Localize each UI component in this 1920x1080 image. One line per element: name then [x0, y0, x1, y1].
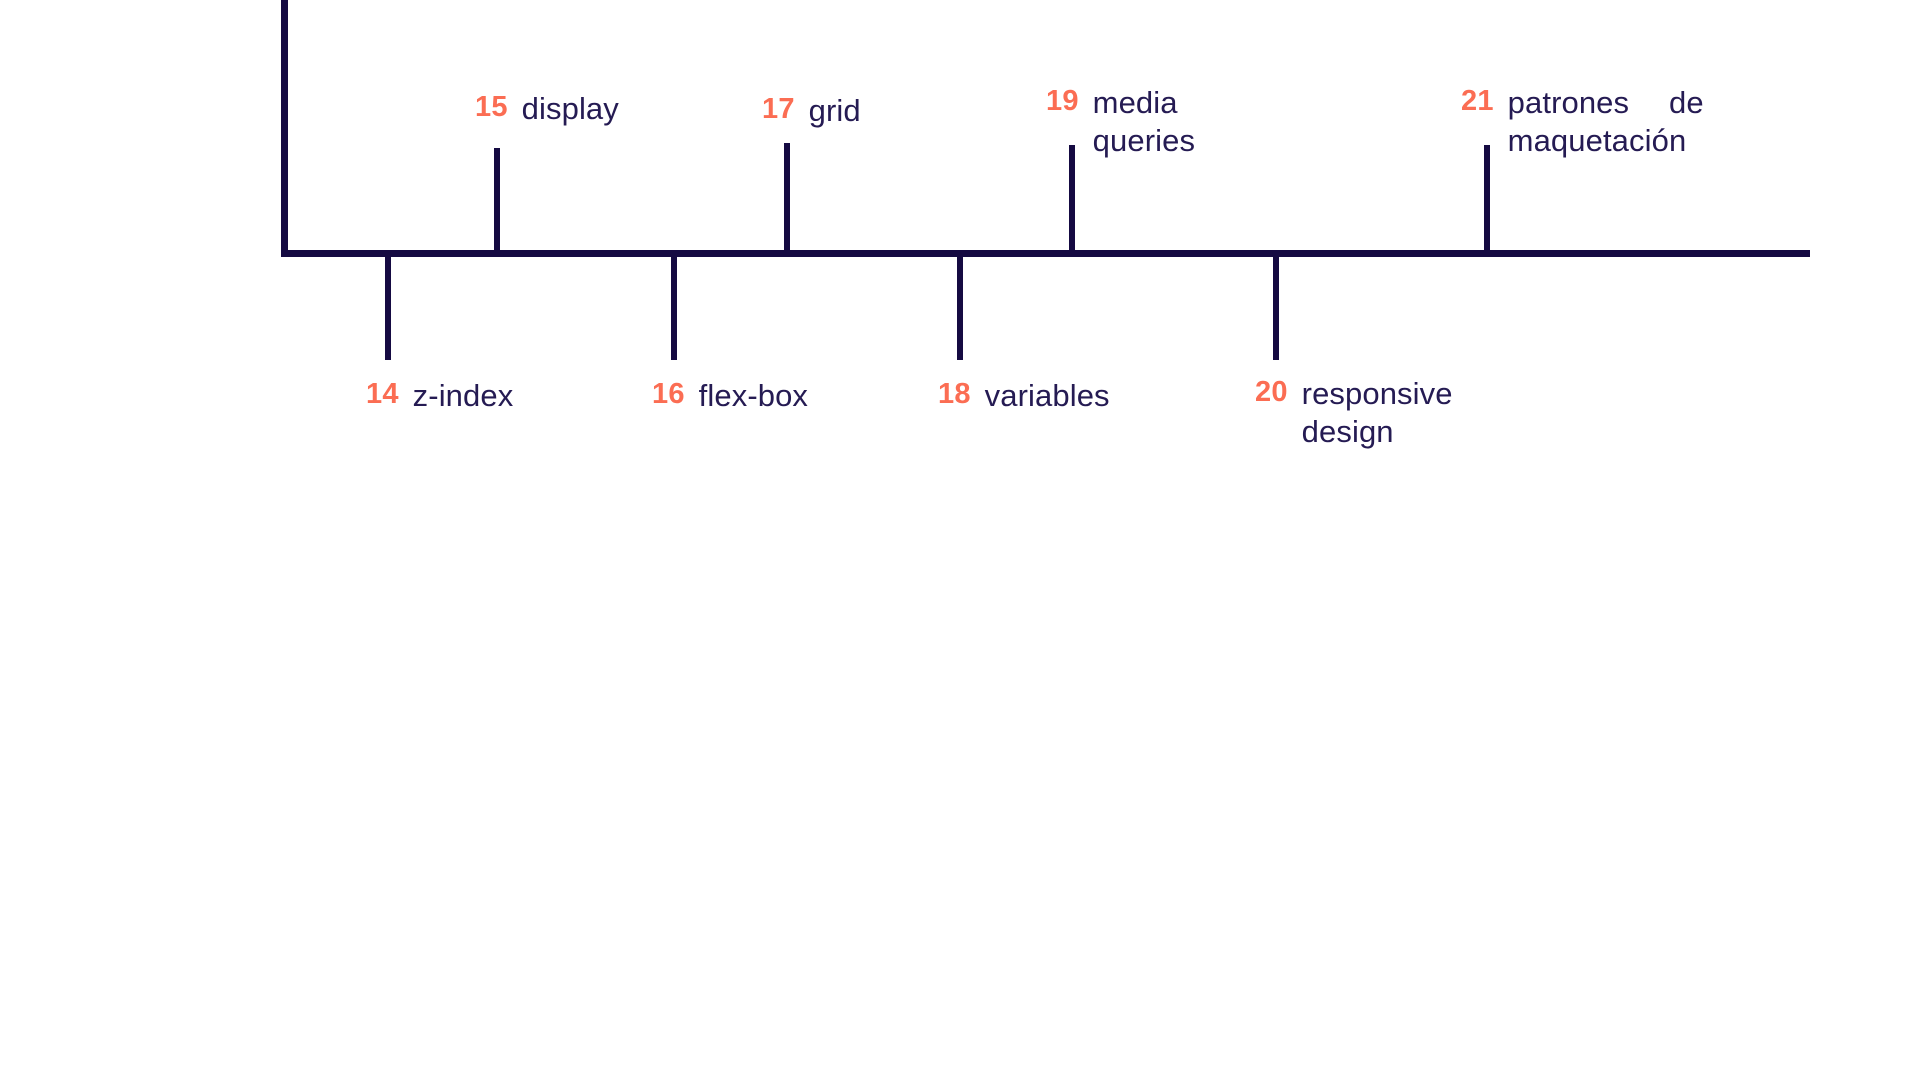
tick-16	[671, 253, 677, 360]
timeline-item-20-label: responsive design	[1302, 375, 1502, 451]
timeline-item-19-line-1: media	[1092, 85, 1178, 120]
timeline-item-15[interactable]: 15 display	[475, 90, 619, 128]
timeline-item-21-number: 21	[1461, 85, 1494, 117]
timeline-item-21-label: patrones de maquetación	[1508, 84, 1744, 160]
timeline-item-20-line-1: responsive	[1301, 376, 1453, 411]
timeline-item-19-label: media queries	[1093, 84, 1293, 160]
tick-18	[957, 253, 963, 360]
tick-17	[784, 143, 790, 256]
tick-20	[1273, 253, 1279, 360]
timeline-item-14-number: 14	[366, 378, 399, 410]
timeline-item-19[interactable]: 19 media queries	[1046, 84, 1293, 160]
timeline-item-14[interactable]: 14 z-index	[366, 377, 513, 415]
tick-19	[1069, 145, 1075, 256]
tick-15	[494, 148, 500, 256]
timeline-item-19-line-2: queries	[1092, 122, 1196, 158]
timeline-item-20-line-2: design	[1301, 413, 1394, 449]
timeline-axis	[281, 250, 1810, 257]
timeline-item-21[interactable]: 21 patrones de maquetación	[1461, 84, 1744, 160]
timeline-item-18-label: variables	[984, 378, 1110, 413]
timeline-item-16-number: 16	[652, 378, 685, 410]
timeline-item-20[interactable]: 20 responsive design	[1255, 375, 1502, 451]
timeline-item-21-line-1: patrones de	[1507, 85, 1704, 120]
tick-21	[1484, 145, 1490, 256]
timeline-item-17-label: grid	[808, 93, 861, 128]
timeline-item-18[interactable]: 18 variables	[938, 377, 1110, 415]
timeline-item-15-label: display	[521, 91, 619, 126]
timeline-item-16[interactable]: 16 flex-box	[652, 377, 808, 415]
timeline-start-riser	[281, 0, 288, 256]
timeline-item-14-label: z-index	[412, 378, 514, 413]
timeline-item-19-number: 19	[1046, 85, 1079, 117]
timeline-item-21-line-2: maquetación	[1507, 122, 1687, 158]
timeline-item-18-number: 18	[938, 378, 971, 410]
timeline-item-15-number: 15	[475, 91, 508, 123]
timeline-item-17[interactable]: 17 grid	[762, 92, 861, 130]
tick-14	[385, 253, 391, 360]
timeline-item-20-number: 20	[1255, 376, 1288, 408]
timeline-item-16-label: flex-box	[698, 378, 809, 413]
timeline-item-17-number: 17	[762, 93, 795, 125]
